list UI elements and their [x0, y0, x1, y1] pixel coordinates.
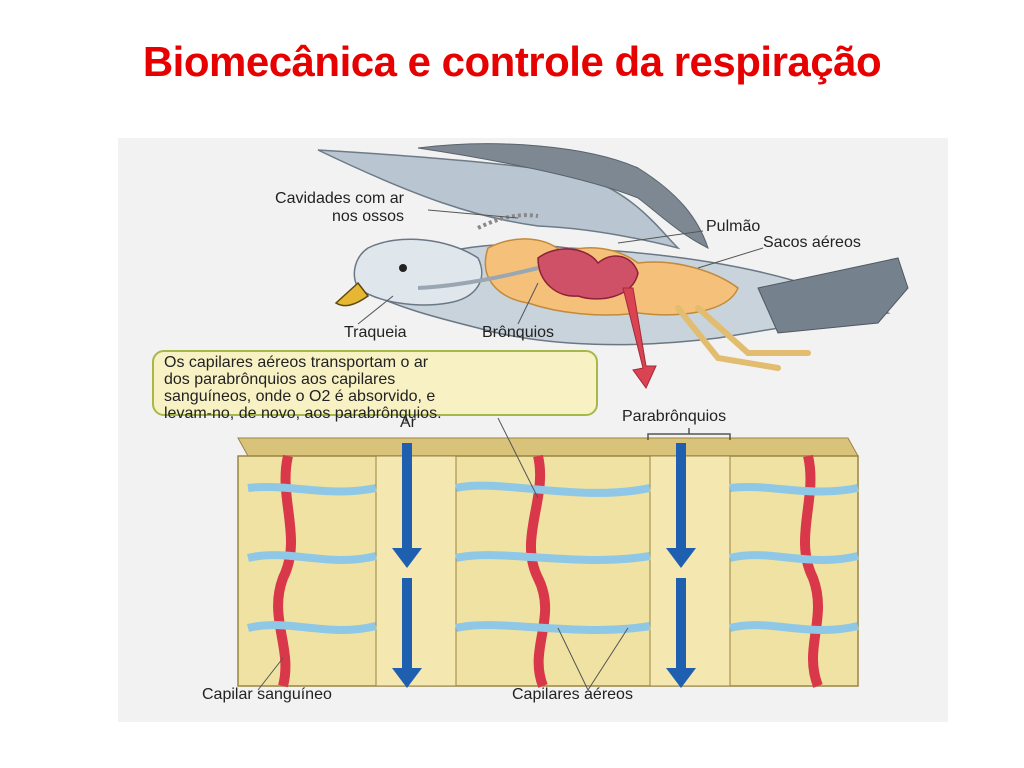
bird-head: [353, 238, 483, 306]
upper-wing: [317, 149, 681, 250]
label-cavidades-line1: Cavidades com ar: [275, 190, 404, 207]
air-capillary: [455, 481, 651, 634]
callout-box: Os capilares aéreos transportam o ar dos…: [152, 350, 598, 422]
lungs: [537, 248, 639, 300]
label-pulmao: Pulmão: [706, 218, 761, 235]
tissue-block-top: [237, 437, 859, 457]
slide-title: Biomecânica e controle da respiração: [142, 38, 882, 85]
zoom-arrow: [622, 287, 657, 389]
parabronchi-tissue-block: [237, 428, 859, 688]
label-traqueia: Traqueia: [344, 324, 407, 341]
blood-capillary: [273, 454, 296, 688]
label-cavidades: Cavidades com ar nos ossos: [204, 190, 404, 226]
label-parabronquios: Parabrônquios: [622, 408, 727, 425]
air-flow-arrow: [392, 443, 422, 688]
bird-eye: [399, 264, 407, 272]
bird-illustration: [237, 143, 909, 691]
blood-capillary: [525, 454, 551, 688]
label-ar: Ar: [400, 414, 416, 431]
label-bronquios: Brônquios: [482, 324, 555, 341]
bird-tail: [757, 257, 909, 334]
callout-line: sanguíneos, onde o O2 é absorvido, e: [164, 388, 436, 405]
label-cavidades-line2: nos ossos: [331, 208, 404, 225]
air-capillary: [247, 482, 377, 634]
air-flow-arrow: [666, 443, 696, 688]
callout-line: Os capilares aéreos transportam o ar: [164, 354, 429, 371]
air-capillary: [728, 482, 859, 634]
label-capilar-sanguineo: Capilar sanguíneo: [202, 686, 332, 703]
callout-line: dos parabrônquios aos capilares: [164, 371, 396, 388]
parabronchus-2: [649, 455, 731, 687]
bird-beak: [334, 281, 370, 307]
parabronchus-bracket: [647, 428, 731, 440]
label-sacos-aereos: Sacos aéreos: [763, 234, 861, 251]
trachea: [417, 266, 539, 290]
bird-legs: [675, 305, 811, 371]
upper-wing-dark: [417, 143, 709, 249]
callout-line: levam-no, de novo, aos parabrônquios.: [164, 405, 442, 422]
bird-respiration-figure: Cavidades com ar nos ossos Pulmão Sacos …: [118, 138, 948, 722]
parabronchus-1: [375, 455, 457, 687]
label-capilares-aereos: Capilares aéreos: [512, 686, 633, 703]
